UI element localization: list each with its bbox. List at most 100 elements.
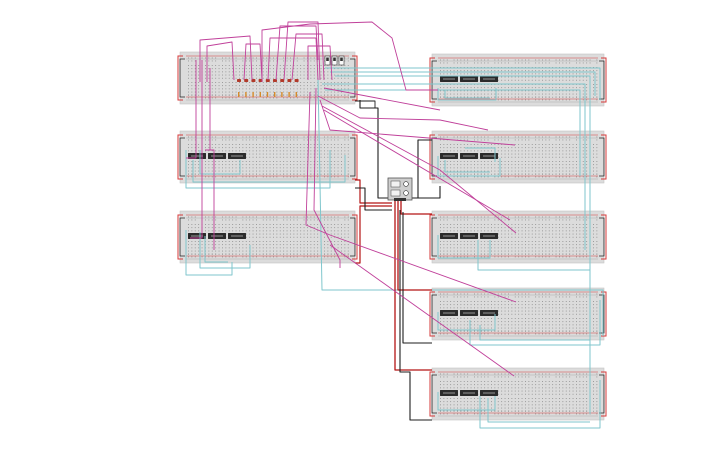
cyan-jumper-wire: [444, 160, 490, 173]
magenta-jumper-wire: [243, 43, 263, 81]
ic-chip-marking: [483, 392, 495, 394]
power-wires-layer: [355, 100, 441, 421]
ground-jumper-left: [431, 374, 437, 414]
ic-chip-marking: [191, 235, 203, 237]
ground-jumper-left: [431, 137, 437, 177]
breadboard-right-4: [429, 287, 607, 341]
led: [287, 79, 292, 82]
magenta-jumper-wire: [305, 91, 331, 236]
resistor: [295, 92, 297, 97]
rail-jumper-right: [352, 214, 358, 260]
ic-chip-marking: [443, 235, 455, 237]
ic-chip-marking: [443, 392, 455, 394]
breadboard-low-left: [177, 210, 358, 264]
power-wire: [394, 198, 432, 371]
cyan-jumper-wire: [444, 90, 490, 99]
power-wire: [355, 100, 376, 108]
power-wire: [355, 205, 392, 264]
magenta-jumper-wire: [275, 25, 319, 81]
magenta-jumper-wire: [307, 45, 333, 81]
resistor: [238, 92, 240, 97]
cyan-jumper-wire: [437, 235, 491, 259]
ground-jumper-left: [431, 60, 437, 100]
rail-jumper-left: [177, 134, 183, 180]
ic-chip-marking: [443, 312, 455, 314]
magenta-wires-layer: [186, 21, 517, 377]
ic-chip-marking: [463, 392, 475, 394]
cyan-jumper-wire: [437, 88, 497, 101]
cyan-jumper-wire: [330, 71, 596, 96]
power-wire: [399, 210, 432, 421]
ground-jumper-right: [599, 60, 605, 100]
resistor: [281, 92, 283, 97]
cyan-jumper-wire: [487, 398, 590, 423]
cyan-jumper-wire: [465, 147, 496, 162]
power-wire: [355, 187, 392, 211]
magenta-jumper-wire: [291, 33, 325, 81]
resistor: [274, 92, 276, 97]
ground-jumper-right: [350, 137, 356, 177]
power-wire: [407, 139, 432, 199]
rail-jumper-left: [177, 214, 183, 260]
ic-chip-marking: [483, 78, 495, 80]
ic-chip-marking: [463, 312, 475, 314]
breadboard-right-1: [429, 53, 607, 107]
rail-jumper-right: [352, 55, 358, 101]
cyan-jumper-wire: [192, 155, 346, 183]
cyan-jumper-wire: [479, 325, 590, 341]
ground-jumper-left: [431, 294, 437, 334]
ic-chip-marking: [211, 235, 223, 237]
toggle-switch-knob: [326, 57, 329, 61]
cyan-jumper-wire: [437, 312, 496, 331]
power-supply-knob: [403, 181, 409, 187]
breadboard-body: [179, 210, 356, 264]
breadboard-right-2: [429, 130, 607, 184]
ic-chip-marking: [443, 78, 455, 80]
magenta-jumper-wire: [313, 87, 341, 268]
ic-chip-marking: [211, 155, 223, 157]
rail-jumper-right: [352, 134, 358, 180]
ground-jumper-right: [350, 217, 356, 257]
resistor: [266, 92, 269, 97]
cyan-jumper-wire: [335, 75, 591, 414]
rail-jumper-left: [429, 134, 435, 180]
power-wire: [397, 198, 432, 291]
power-wire: [355, 179, 392, 204]
ic-chip-marking: [231, 235, 243, 237]
rail-jumper-left: [429, 291, 435, 337]
rail-jumper-left: [429, 371, 435, 417]
magenta-jumper-wire: [283, 21, 321, 81]
magenta-jumper-wire: [329, 234, 517, 303]
cyan-jumper-wire: [479, 380, 601, 429]
hole-grid: [440, 293, 598, 335]
cyan-jumper-wire: [199, 150, 241, 175]
ground-jumper-right: [599, 137, 605, 177]
magenta-jumper-wire: [190, 60, 203, 239]
ic-chip-marking: [483, 235, 495, 237]
rail-jumper-left: [429, 57, 435, 103]
cyan-wires-layer: [185, 67, 604, 429]
rail-jumper-right: [601, 371, 607, 417]
ic-chip-marking: [463, 78, 475, 80]
resistor: [288, 92, 290, 97]
led: [237, 79, 241, 82]
breadboards-layer: [177, 51, 607, 421]
cyan-jumper-wire: [477, 240, 590, 271]
ic-chip-marking: [231, 155, 243, 157]
cyan-jumper-wire: [204, 236, 228, 263]
ground-jumper-right: [350, 58, 356, 98]
magenta-jumper-wire: [319, 99, 516, 146]
led: [244, 79, 249, 82]
magenta-jumper-wire: [261, 21, 438, 91]
cyan-jumper-wire: [199, 232, 251, 269]
led: [294, 79, 299, 82]
cyan-jumper-wire: [322, 83, 586, 250]
cyan-jumper-wire: [325, 67, 601, 100]
power-supply-module[interactable]: [387, 177, 413, 201]
cyan-jumper-wire: [185, 150, 331, 189]
magenta-jumper-wire: [323, 87, 441, 111]
magenta-jumper-wire: [199, 35, 253, 82]
ground-jumper-right: [599, 374, 605, 414]
ground-jumper-left: [179, 58, 185, 98]
magenta-jumper-wire: [206, 41, 235, 82]
